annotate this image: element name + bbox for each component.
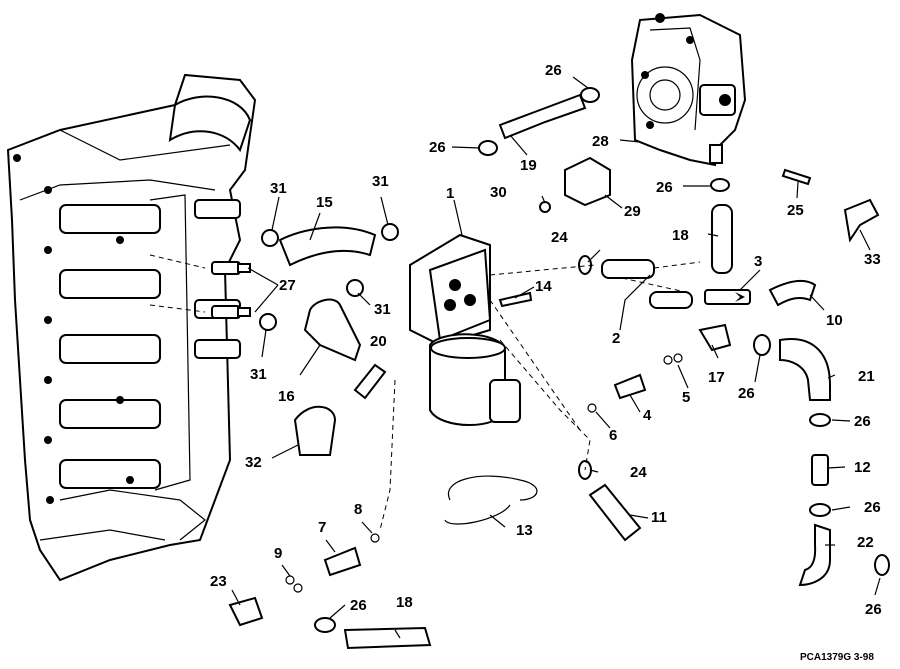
callout-26-top: 26 xyxy=(545,62,562,79)
bracket-33 xyxy=(843,198,880,243)
callout-14: 14 xyxy=(535,278,552,295)
sleeve-32 xyxy=(293,405,337,456)
callout-16: 16 xyxy=(278,388,295,405)
screw-14 xyxy=(498,291,533,308)
callout-26-left: 26 xyxy=(429,139,446,156)
callout-22: 22 xyxy=(857,534,874,551)
callout-3: 3 xyxy=(754,253,762,270)
callout-1: 1 xyxy=(446,185,454,202)
callout-26-right-2: 26 xyxy=(864,499,881,516)
callout-26-bottom: 26 xyxy=(350,597,367,614)
hose-22 xyxy=(798,523,831,587)
screw-25 xyxy=(781,168,812,186)
fitting-27-lower xyxy=(211,305,251,319)
callout-24-upper: 24 xyxy=(551,229,568,246)
callout-13: 13 xyxy=(516,522,533,539)
callout-4: 4 xyxy=(643,407,652,424)
figure-caption: PCA1379G 3-98 xyxy=(800,652,874,663)
callout-31-mid: 31 xyxy=(374,301,391,318)
check-valve-3 xyxy=(704,289,751,305)
hose-18-upper xyxy=(711,204,733,274)
hose-2-upper xyxy=(601,259,655,279)
alignment-lines xyxy=(149,254,701,531)
connector-12 xyxy=(811,454,829,486)
callout-26-right-3: 26 xyxy=(865,601,882,618)
callout-31-bottom: 31 xyxy=(250,366,267,383)
fitting-7 xyxy=(323,546,362,577)
callout-33: 33 xyxy=(864,251,881,268)
fuel-filter-assembly-illustration xyxy=(409,233,521,426)
callout-30: 30 xyxy=(490,184,507,201)
callout-17: 17 xyxy=(708,369,725,386)
washers xyxy=(285,353,683,593)
callout-15: 15 xyxy=(316,194,333,211)
screw-30 xyxy=(539,201,551,213)
hose-21 xyxy=(779,338,831,401)
wire-clip-13 xyxy=(444,475,538,525)
hose-10 xyxy=(768,279,817,307)
spring-20 xyxy=(353,363,387,400)
callout-26-pump: 26 xyxy=(656,179,673,196)
hose-18-lower xyxy=(343,626,432,650)
callout-25: 25 xyxy=(787,202,804,219)
callout-19: 19 xyxy=(520,157,537,174)
clamps xyxy=(259,87,890,633)
hose-11 xyxy=(588,483,642,542)
callout-24-lower: 24 xyxy=(630,464,647,481)
callout-18-lower: 18 xyxy=(396,594,413,611)
fitting-23 xyxy=(228,596,264,627)
callout-32: 32 xyxy=(245,454,262,471)
callout-10: 10 xyxy=(826,312,843,329)
hose-2-lower xyxy=(649,291,693,309)
leader-lines xyxy=(231,76,881,639)
cap-29 xyxy=(564,156,611,207)
callout-29: 29 xyxy=(624,203,641,220)
callout-labels: 1 2 3 4 5 6 7 8 9 10 11 12 13 14 15 16 1… xyxy=(210,62,882,618)
callout-6: 6 xyxy=(609,427,617,444)
fitting-4 xyxy=(613,373,647,400)
callout-28: 28 xyxy=(592,133,609,150)
callout-26-right-1: 26 xyxy=(854,413,871,430)
callout-21: 21 xyxy=(858,368,875,385)
callout-23: 23 xyxy=(210,573,227,590)
callout-9: 9 xyxy=(274,545,282,562)
callout-5: 5 xyxy=(682,389,690,406)
hose-15 xyxy=(278,226,377,267)
callout-8: 8 xyxy=(354,501,362,518)
callout-12: 12 xyxy=(854,459,871,476)
callout-18-upper: 18 xyxy=(672,227,689,244)
callout-2: 2 xyxy=(612,330,620,347)
callout-31-top-right: 31 xyxy=(372,173,389,190)
callout-11: 11 xyxy=(651,509,667,526)
callout-26-mid: 26 xyxy=(738,385,755,402)
fitting-17 xyxy=(698,323,732,352)
engine-block-illustration xyxy=(6,73,257,582)
hose-19 xyxy=(498,93,587,140)
bracket-16 xyxy=(303,298,362,362)
callout-31-top-left: 31 xyxy=(270,180,287,197)
callout-20: 20 xyxy=(370,333,387,350)
fitting-27-upper xyxy=(211,261,251,275)
fuel-pump-illustration xyxy=(630,13,747,167)
callout-27: 27 xyxy=(279,277,296,294)
callout-7: 7 xyxy=(318,519,326,536)
